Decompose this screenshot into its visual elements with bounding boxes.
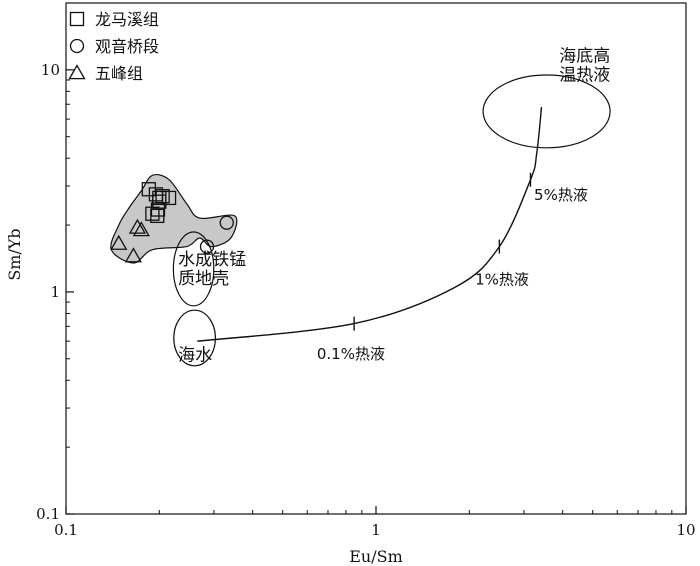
y-tick-label-2: 10	[41, 61, 60, 79]
y-axis-label: Sm/Yb	[5, 228, 24, 280]
legend-marker-triangle	[68, 64, 86, 80]
legend-marker-square	[69, 11, 85, 27]
field-ellipses-layer	[172, 74, 611, 367]
curve-label-0: 0.1%热液	[317, 345, 385, 363]
data-point-circle-1-1	[199, 239, 215, 254]
annotation-1-line-1: 质地壳	[178, 269, 229, 289]
annotation-0-line-1: 温热液	[559, 66, 610, 86]
x-axis-label: Eu/Sm	[349, 547, 403, 566]
legend-item-2: 五峰组	[68, 64, 143, 83]
mixing-curve	[197, 106, 543, 342]
field-ellipse-hydrothermal	[482, 74, 611, 149]
data-point-triangle-2-1	[132, 221, 150, 237]
curve-label-1: 1%热液	[475, 271, 529, 289]
curve-label-2: 5%热液	[534, 186, 588, 204]
legend-label-2: 五峰组	[95, 64, 143, 83]
data-points-layer	[110, 182, 234, 263]
data-point-square-0-8	[161, 190, 177, 206]
y-tick-label-1: 1	[50, 283, 60, 301]
data-point-triangle-2-3	[124, 247, 143, 263]
data-point-circle-1-0	[219, 215, 234, 230]
annotation-0-line-0: 海底高	[559, 47, 610, 67]
legend-label-0: 龙马溪组	[95, 10, 159, 29]
x-tick-label-1: 1	[371, 521, 381, 539]
x-tick-label-0: 0.1	[54, 521, 78, 539]
legend-marker-circle	[69, 38, 85, 54]
field-ellipse-crust	[172, 231, 215, 307]
data-point-square-0-7	[150, 208, 165, 224]
legend-item-1: 观音桥段	[69, 37, 159, 56]
x-tick-label-2: 10	[676, 521, 695, 539]
legend-label-1: 观音桥段	[95, 37, 159, 56]
data-point-triangle-2-0	[128, 218, 147, 234]
field-ellipse-seawater	[173, 309, 217, 367]
annotation-2-line-0: 海水	[178, 346, 212, 366]
y-tick-label-0: 0.1	[36, 505, 60, 523]
data-point-square-0-6	[145, 206, 160, 221]
data-point-triangle-2-2	[110, 234, 128, 250]
annotation-1-line-0: 水成铁锰	[178, 250, 246, 270]
mixing-curve-layer	[197, 106, 543, 342]
legend-item-0: 龙马溪组	[69, 10, 159, 29]
